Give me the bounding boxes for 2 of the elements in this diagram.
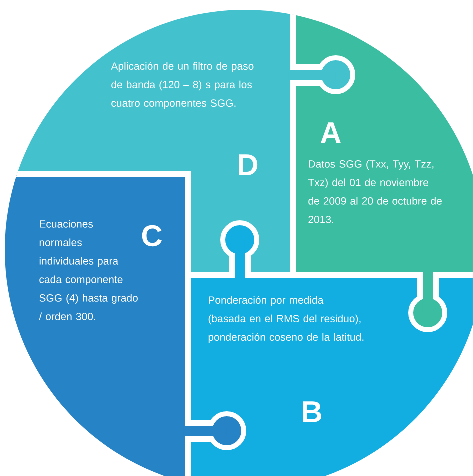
puzzle-piece: Ecuaciones normales individuales para cada componente SGG (4) hasta grado / orden 300. C [5, 171, 191, 476]
puzzle-piece: Ponderación por medida (basada en el RMS del residuo), ponderación coseno de la latitud. B [185, 272, 473, 476]
